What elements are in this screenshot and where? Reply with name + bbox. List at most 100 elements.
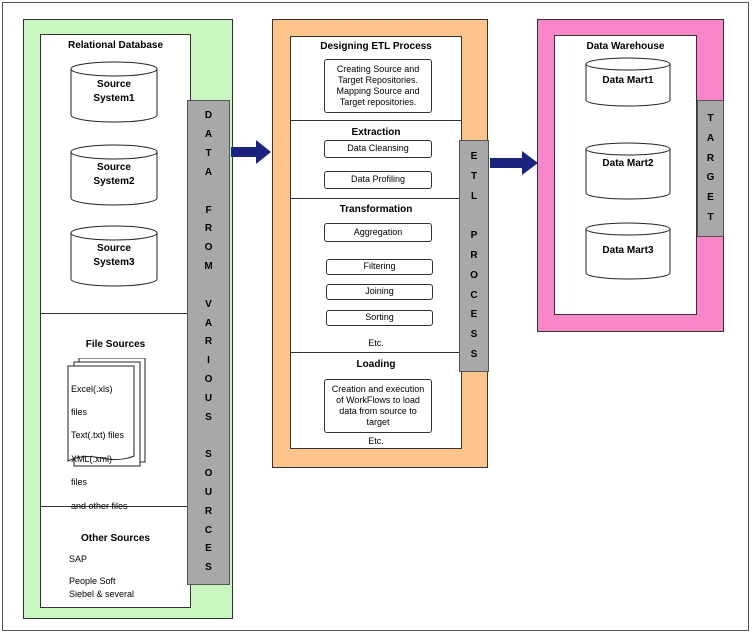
loading-line-3: data from source to <box>339 406 417 416</box>
source-system-2-line1: Source <box>97 162 131 173</box>
vertical-letter: C <box>470 289 478 301</box>
file-item-1: Excel(.xls) <box>71 383 113 394</box>
source-system-2-line2: System2 <box>93 175 135 187</box>
other-sources-title: Other Sources <box>81 533 150 544</box>
data-profiling-box: Data Profiling <box>324 171 432 189</box>
vertical-letter: A <box>706 132 715 144</box>
vertical-letter: L <box>470 190 478 202</box>
vertical-letter: R <box>204 223 213 235</box>
vertical-letter: E <box>707 192 714 204</box>
vertical-letter: R <box>470 249 478 261</box>
arrow-etl-to-target <box>490 151 538 175</box>
vertical-letter: U <box>204 392 213 404</box>
vertical-letter: S <box>205 449 212 461</box>
etl-panel: Designing ETL Process Creating Source an… <box>272 19 489 468</box>
aggregation-box: Aggregation <box>324 223 432 242</box>
vertical-letter: U <box>204 486 213 498</box>
file-sources-section: File Sources Excel(.xls) files Text(.txt… <box>41 314 190 511</box>
letter-gap <box>207 281 210 291</box>
data-cleansing-box: Data Cleansing <box>324 140 432 158</box>
sorting-box: Sorting <box>326 310 433 326</box>
design-line-1: Creating Source and <box>336 63 420 74</box>
aggregation-label: Aggregation <box>353 226 403 237</box>
joining-label: Joining <box>365 286 394 297</box>
vertical-letter: R <box>204 336 213 348</box>
vertical-letter: S <box>470 349 478 361</box>
relational-database-title: Relational Database <box>67 40 164 51</box>
vertical-letter: O <box>470 269 478 281</box>
loading-line-1: Creation and execution <box>331 383 425 394</box>
letter-gap <box>207 431 210 441</box>
vertical-letter: T <box>205 148 212 160</box>
vertical-letter: T <box>707 112 714 124</box>
sorting-label: Sorting <box>365 312 394 323</box>
vertical-letter: A <box>204 317 213 329</box>
vertical-letter: S <box>205 411 212 423</box>
transformation-title: Transformation <box>339 204 413 215</box>
target-inner-box: Data Warehouse Data Mart1 Data Mart2 Dat… <box>554 35 697 315</box>
vertical-letter: D <box>204 110 213 122</box>
source-system-1-line2: System1 <box>93 92 135 104</box>
transformation-section: Transformation Aggregation Filtering Joi… <box>291 199 461 353</box>
stacked-pages-icon: Excel(.xls) files Text(.txt) files XML(.… <box>67 357 147 511</box>
data-profiling-label: Data Profiling <box>350 174 406 185</box>
data-mart-2-label: Data Mart2 <box>602 158 654 169</box>
source-system-1-line1: Source <box>97 79 131 90</box>
extraction-section: Extraction Data Cleansing Data Profiling <box>291 121 461 199</box>
vertical-letter: E <box>205 543 212 555</box>
design-line-3: Mapping Source and <box>336 86 420 96</box>
loading-line-2: of WorkFlows to load <box>336 394 420 405</box>
joining-box: Joining <box>326 284 433 300</box>
file-item-6: and other files <box>71 500 128 511</box>
vertical-letter: P <box>470 230 478 242</box>
filtering-box: Filtering <box>326 259 433 275</box>
loading-section: Loading Creation and execution of WorkFl… <box>291 353 461 448</box>
other-source-sap: SAP <box>69 554 88 564</box>
file-item-3: Text(.txt) files <box>71 430 125 441</box>
source-system-3-line2: System3 <box>93 256 135 268</box>
design-line-4: Target repositories. <box>339 97 417 108</box>
designing-section: Designing ETL Process Creating Source an… <box>291 37 461 121</box>
vertical-letter: O <box>204 468 213 480</box>
file-item-2: files <box>71 407 88 418</box>
designing-title: Designing ETL Process <box>320 41 432 52</box>
vertical-letter: O <box>204 374 213 385</box>
arrow-sources-to-etl <box>231 140 271 164</box>
vertical-letter: I <box>207 355 210 367</box>
file-sources-title: File Sources <box>85 339 146 350</box>
vertical-letter: E <box>470 150 478 162</box>
vertical-letter: T <box>707 212 714 224</box>
vertical-letter: M <box>204 261 213 273</box>
vertical-letter: F <box>205 204 212 216</box>
file-item-4: XML(.xml) <box>71 453 112 464</box>
etl-inner-box: Designing ETL Process Creating Source an… <box>290 36 462 449</box>
filtering-label: Filtering <box>363 261 396 272</box>
vertical-letter: O <box>204 242 213 254</box>
vertical-letter: C <box>204 524 213 536</box>
vertical-letter: E <box>470 309 478 321</box>
vertical-letter: R <box>706 152 715 164</box>
data-warehouse-title: Data Warehouse <box>586 41 665 52</box>
transformation-etc: Etc. <box>368 338 384 348</box>
vertical-letter: R <box>204 505 213 517</box>
vertical-letter: G <box>706 172 715 184</box>
target-panel: Data Warehouse Data Mart1 Data Mart2 Dat… <box>537 19 724 332</box>
vertical-letter: V <box>205 298 212 310</box>
vertical-letter: A <box>204 129 213 141</box>
letter-gap <box>473 211 476 221</box>
data-mart-3-cylinder: Data Mart3 <box>585 222 671 280</box>
loading-line-4: target <box>366 417 390 428</box>
data-mart-1-label: Data Mart1 <box>602 75 654 86</box>
data-mart-3-label: Data Mart3 <box>602 245 654 256</box>
designing-description-box: Creating Source and Target Repositories.… <box>324 59 432 113</box>
other-source-peoplesoft: People Soft <box>69 576 116 586</box>
loading-etc: Etc. <box>368 436 384 446</box>
